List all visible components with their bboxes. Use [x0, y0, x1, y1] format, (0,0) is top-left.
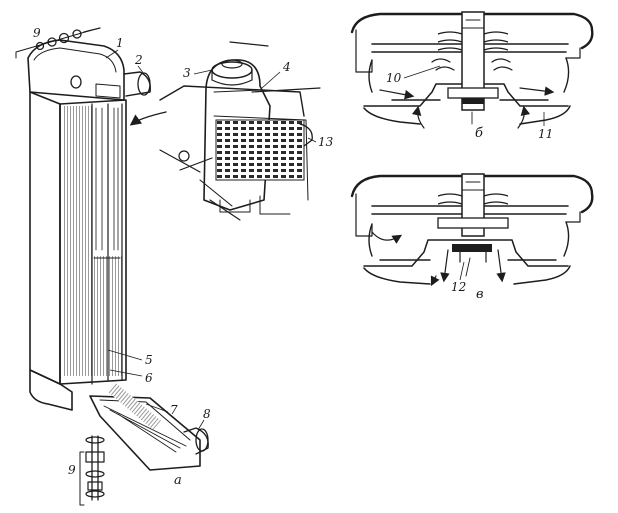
label-11: 11 — [538, 127, 553, 141]
drain-valve — [183, 427, 209, 455]
view-captions: а б в — [174, 126, 484, 488]
caption-v: в — [476, 287, 484, 302]
mounting-bolt-bottom — [79, 435, 105, 506]
label-5: 5 — [145, 353, 153, 367]
label-6: 6 — [145, 371, 153, 385]
label-9-top: 9 — [33, 26, 41, 40]
filler-neck-detail — [129, 41, 321, 221]
label-8: 8 — [203, 407, 211, 421]
caption-a: а — [174, 473, 182, 488]
upper-tank — [27, 39, 125, 101]
label-3: 3 — [183, 66, 191, 80]
label-13: 13 — [318, 135, 334, 149]
radiator-core — [29, 91, 127, 385]
caption-b: б — [475, 126, 483, 141]
leader-lines — [105, 49, 545, 431]
mounting-bolt-top — [15, 27, 101, 59]
label-7: 7 — [170, 403, 178, 417]
label-12: 12 — [451, 280, 466, 294]
label-4: 4 — [282, 60, 291, 74]
inlet-pipe — [123, 71, 151, 97]
label-9-bottom: 9 — [68, 463, 76, 477]
label-2: 2 — [134, 53, 143, 67]
part-labels: 1 2 3 4 5 6 7 8 9 9 10 11 12 13 — [33, 26, 553, 477]
label-1: 1 — [116, 36, 124, 50]
lower-tank — [29, 369, 201, 471]
radiator-cap-section-v — [350, 173, 594, 287]
label-10: 10 — [386, 71, 402, 85]
radiator-assembly — [15, 27, 209, 506]
radiator-cap-section-b — [350, 11, 594, 129]
